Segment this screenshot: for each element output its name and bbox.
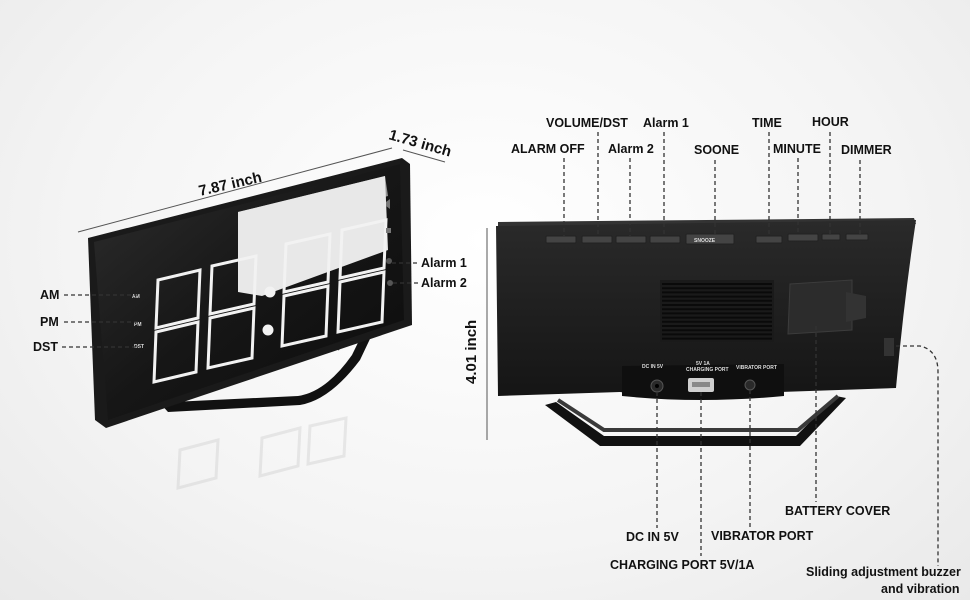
am-label: AM [40,288,59,302]
charging-port-label: CHARGING PORT 5V/1A [610,558,754,572]
front-clock: AM PM DST [88,158,412,428]
time-label: TIME [752,116,782,130]
time-digits [152,218,388,384]
back-stand [545,396,846,446]
minute-label: MINUTE [773,142,821,156]
slider-switch [884,338,894,356]
back-buttons [545,233,869,245]
screen-pm: PM [134,322,142,328]
usb-port-print-2: CHARGING PORT [686,367,729,373]
vibrator-port-label: VIBRATOR PORT [711,529,814,543]
alarm1-back-label: Alarm 1 [643,116,689,130]
usb-port-print-1: 5V 1A [696,361,710,367]
snooze-key-print: SNOOZE [694,238,716,244]
alarm2-back-label: Alarm 2 [608,142,654,156]
volume-dst-label: VOLUME/DST [546,116,628,130]
width-label: 7.87 inch [197,169,263,200]
depth-label: 1.73 inch [387,127,453,161]
battery-cover-label: BATTERY COVER [785,504,890,518]
alarm-off-label: ALARM OFF [511,142,585,156]
hour-label: HOUR [812,115,849,129]
front-stand [150,318,378,412]
pm-label: PM [40,315,59,329]
dimmer-label: DIMMER [841,143,892,157]
dst-label: DST [33,340,58,354]
alarm1-label: Alarm 1 [421,256,467,270]
sliding-buzzer-label-1: Sliding adjustment buzzer [806,565,961,579]
snooze-label: SOONE [694,143,739,157]
vib-port-print: VIBRATOR PORT [736,365,777,371]
screen-am: AM [132,294,140,300]
sliding-buzzer-label-2: and vibration [881,582,959,596]
alarm2-label: Alarm 2 [421,276,467,290]
dc-port-print: DC IN 5V [642,364,664,370]
battery-cover [787,279,866,335]
back-top-annotations: VOLUME/DST Alarm 1 TIME HOUR ALARM OFF A… [511,115,892,236]
back-clock: SNOOZE DC IN 5V 5V 1A CHARGING PORT VIBR… [496,218,916,446]
speaker-grille [660,280,774,342]
dc-in-label: DC IN 5V [626,530,679,544]
front-reflection [176,416,348,490]
vibrator-port [744,379,756,391]
height-label: 4.01 inch [463,320,480,384]
front-annotations: AM PM DST Alarm 1 Alarm 2 [33,256,467,354]
back-bottom-annotations: DC IN 5V VIBRATOR PORT CHARGING PORT 5V/… [610,326,961,596]
